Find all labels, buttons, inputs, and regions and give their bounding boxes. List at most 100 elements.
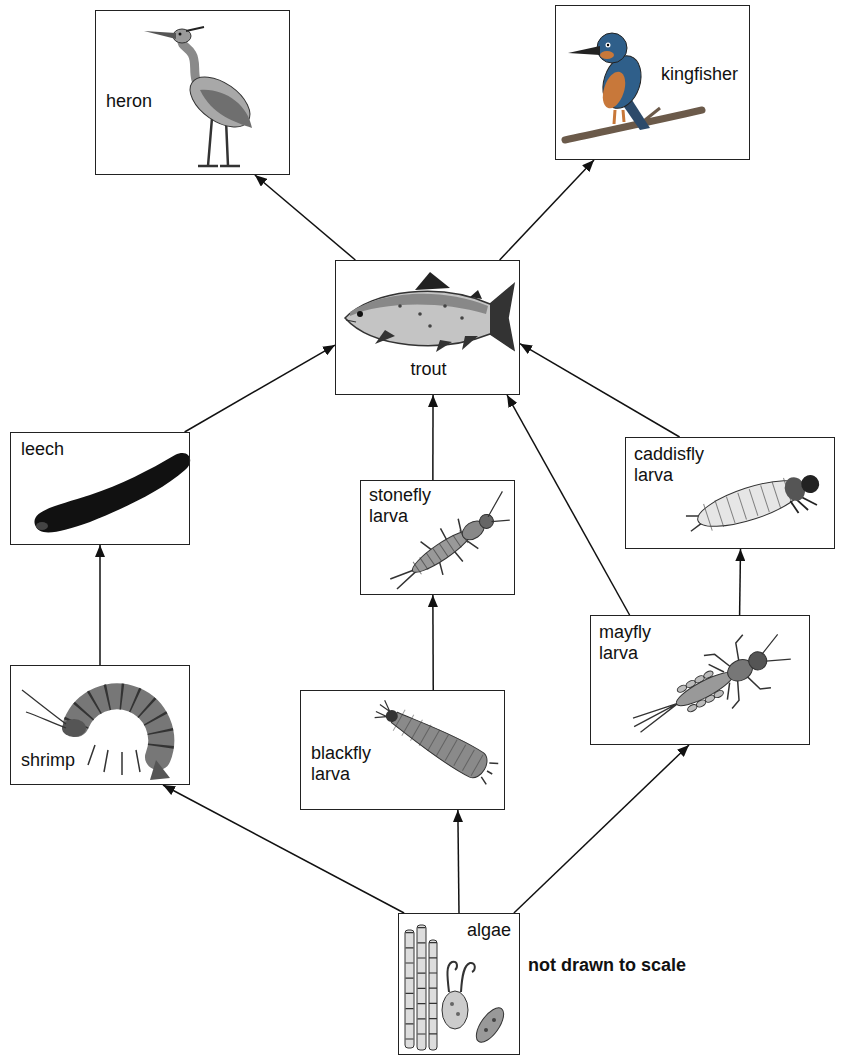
trout-illustration <box>428 324 432 328</box>
leech-illustration <box>34 453 190 532</box>
caddisfly-larva-illustration <box>799 473 822 496</box>
algae-illustration <box>492 1018 496 1022</box>
trout-illustration <box>357 311 363 317</box>
trout-illustration <box>346 320 356 322</box>
algae-illustration <box>471 1003 509 1046</box>
blackfly-larva-illustration <box>373 699 393 722</box>
algae-illustration <box>417 925 426 1050</box>
blackfly-larva-illustration <box>371 696 500 787</box>
algae-illustration <box>450 1002 454 1006</box>
organism-label: kingfisher <box>661 64 738 85</box>
heron-illustration <box>186 27 204 31</box>
organism-label: stonefly larva <box>369 485 431 526</box>
organism-box: stonefly larva <box>360 480 515 595</box>
organism-box: algae <box>398 913 520 1055</box>
organism-label: trout <box>410 359 446 380</box>
kingfisher-illustration <box>599 69 630 111</box>
food-arrow <box>432 595 434 690</box>
organism-label: leech <box>21 439 64 460</box>
caddisfly-larva-illustration <box>683 466 826 546</box>
algae-illustration <box>484 1028 488 1032</box>
organism-label: algae <box>467 920 511 941</box>
caddisfly-larva-illustration <box>693 471 808 535</box>
leech-illustration <box>36 522 48 530</box>
organism-label: blackfly larva <box>311 743 371 784</box>
organism-box: mayfly larva <box>590 615 810 745</box>
trout-illustration <box>345 272 514 352</box>
algae-illustration <box>442 991 468 1029</box>
blackfly-larva-illustration <box>399 720 480 767</box>
heron-illustration <box>144 31 176 39</box>
trout-illustration <box>415 272 450 290</box>
organism-box: shrimp <box>10 665 190 785</box>
organism-box: kingfisher <box>555 5 750 160</box>
trout-illustration <box>460 316 464 320</box>
kingfisher-illustration <box>600 51 614 59</box>
food-arrow <box>514 745 689 913</box>
food-arrow <box>163 785 404 913</box>
trout-illustration <box>436 340 452 352</box>
heron-illustration <box>200 90 252 128</box>
food-arrow <box>507 395 630 615</box>
trout-illustration <box>398 304 402 308</box>
stonefly-larva-illustration <box>417 535 467 569</box>
shrimp-illustration <box>76 696 161 757</box>
algae-illustration <box>410 927 434 1048</box>
kingfisher-illustration <box>607 44 609 46</box>
trout-illustration <box>345 284 514 350</box>
blackfly-larva-illustration <box>479 760 498 785</box>
kingfisher-illustration <box>597 33 627 63</box>
kingfisher-illustration <box>565 33 702 140</box>
trout-illustration <box>470 290 482 299</box>
food-arrow <box>739 549 741 615</box>
food-arrow <box>99 545 101 665</box>
algae-illustration <box>405 925 509 1050</box>
note-label: not drawn to scale <box>528 955 686 976</box>
trout-illustration <box>443 304 447 308</box>
organism-label: shrimp <box>21 750 75 771</box>
shrimp-illustration <box>76 696 161 757</box>
caddisfly-larva-illustration <box>707 490 793 518</box>
food-arrow <box>500 160 594 260</box>
organism-box: trout <box>335 260 520 395</box>
trout-illustration <box>490 284 514 350</box>
organism-box: caddisfly larva <box>625 437 835 549</box>
organism-label: caddisfly larva <box>634 444 704 485</box>
shrimp-illustration <box>150 760 170 780</box>
leech-illustration <box>34 453 190 532</box>
organism-label: mayfly larva <box>599 622 651 663</box>
algae-illustration <box>456 1012 460 1016</box>
shrimp-illustration <box>22 690 66 728</box>
organism-box: leech <box>10 432 190 545</box>
food-arrow <box>520 344 680 437</box>
mayfly-larva-illustration <box>757 634 790 670</box>
heron-illustration <box>179 33 182 36</box>
trout-illustration <box>462 336 478 350</box>
stonefly-larva-illustration <box>481 491 518 529</box>
food-arrow <box>255 175 355 260</box>
food-arrow <box>432 395 434 480</box>
trout-illustration <box>418 312 422 316</box>
food-arrow <box>185 345 335 432</box>
mayfly-larva-illustration <box>704 635 771 709</box>
organism-box: heron <box>95 10 290 175</box>
organism-label: heron <box>106 91 152 112</box>
food-arrow <box>458 810 459 913</box>
algae-illustration <box>447 962 474 992</box>
organism-box: blackfly larva <box>300 690 505 810</box>
trout-illustration <box>350 294 488 316</box>
shrimp-illustration <box>22 690 170 780</box>
blackfly-larva-illustration <box>387 705 491 782</box>
kingfisher-illustration <box>614 110 624 124</box>
mayfly-larva-illustration <box>630 696 682 734</box>
mayfly-larva-illustration <box>673 667 737 711</box>
trout-illustration <box>375 330 395 344</box>
heron-illustration <box>144 27 259 166</box>
kingfisher-illustration <box>606 43 611 48</box>
heron-illustration <box>181 67 258 137</box>
kingfisher-illustration <box>568 46 600 55</box>
